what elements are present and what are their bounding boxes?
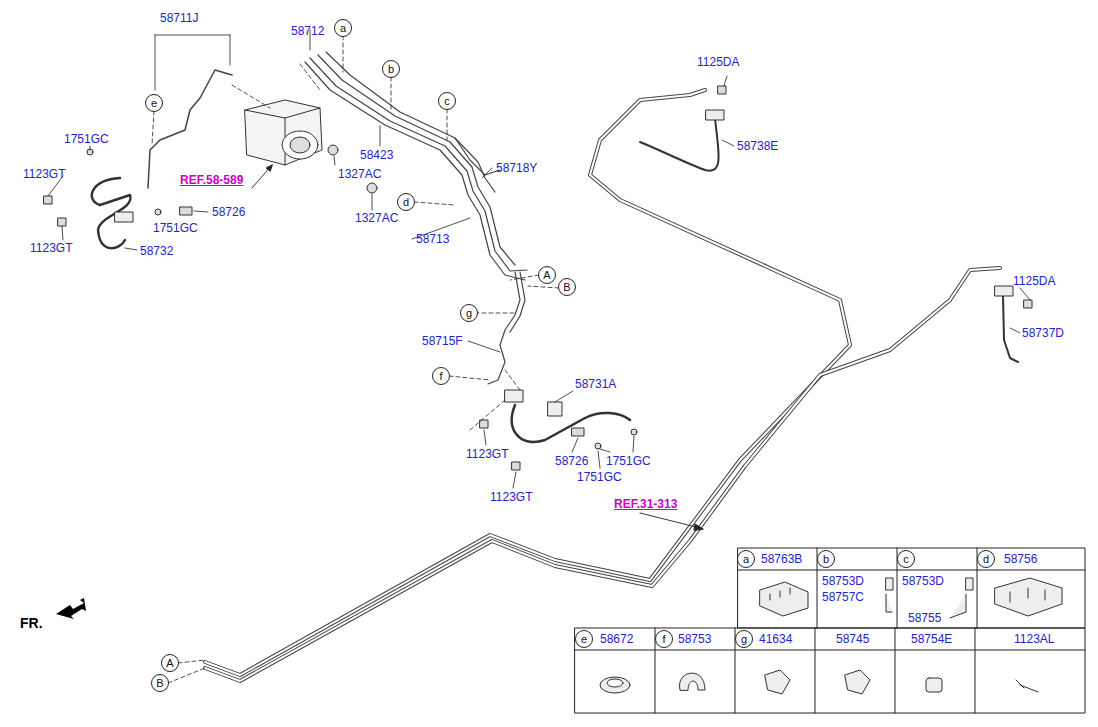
part-number: 1751GC bbox=[606, 454, 651, 468]
part-number: 1125DA bbox=[697, 55, 739, 69]
part-number: 1751GC bbox=[64, 132, 109, 146]
part-number: 58715F bbox=[422, 334, 463, 348]
callout-letter: b bbox=[823, 553, 829, 565]
part-number: 58731A bbox=[575, 377, 616, 391]
callout-letter: b bbox=[388, 63, 394, 75]
reference-label: REF.58-589 bbox=[180, 173, 243, 187]
part-number: 1123GT bbox=[466, 447, 508, 461]
callout-circle: A bbox=[538, 266, 556, 284]
callout-circle: b bbox=[382, 60, 400, 78]
callout-letter: c bbox=[903, 553, 909, 565]
part-number: 58732 bbox=[140, 244, 173, 258]
part-number: 58753 bbox=[678, 632, 711, 646]
part-number: 58745 bbox=[836, 632, 869, 646]
callout-circle: a bbox=[334, 19, 352, 37]
callout-circle: b bbox=[817, 550, 835, 568]
part-number: 58718Y bbox=[496, 161, 537, 175]
callout-circle: d bbox=[977, 550, 995, 568]
callout-circle: g bbox=[735, 630, 753, 648]
part-number: 1125DA bbox=[1013, 274, 1055, 288]
callout-letter: A bbox=[166, 657, 173, 669]
part-number: 58756 bbox=[1004, 552, 1037, 566]
callout-circle: d bbox=[397, 193, 415, 211]
part-number: 1123GT bbox=[23, 167, 65, 181]
callout-letter: a bbox=[340, 22, 346, 34]
callout-letter: B bbox=[563, 281, 570, 293]
callout-circle: a bbox=[737, 550, 755, 568]
callout-circle: e bbox=[145, 94, 163, 112]
part-number: 58672 bbox=[600, 632, 633, 646]
callout-circle: c bbox=[438, 92, 456, 110]
part-number: 41634 bbox=[759, 632, 792, 646]
part-number: 1327AC bbox=[338, 167, 381, 181]
part-number: 58713 bbox=[416, 232, 449, 246]
callout-letter: e bbox=[581, 633, 587, 645]
callout-circle: B bbox=[558, 278, 576, 296]
callout-circle: B bbox=[151, 674, 169, 692]
callout-letter: a bbox=[743, 553, 749, 565]
reference-label: REF.31-313 bbox=[614, 497, 677, 511]
part-number: 1751GC bbox=[153, 221, 198, 235]
part-number: 58726 bbox=[212, 205, 245, 219]
part-number: 58757C bbox=[822, 590, 864, 604]
part-number: 1123GT bbox=[490, 490, 532, 504]
callout-circle: A bbox=[161, 654, 179, 672]
part-number: 58753D bbox=[822, 574, 864, 588]
callout-letter: e bbox=[151, 97, 157, 109]
callout-letter: B bbox=[156, 677, 163, 689]
part-number: 1123GT bbox=[30, 241, 72, 255]
callout-circle: c bbox=[897, 550, 915, 568]
callout-letter: d bbox=[403, 196, 409, 208]
callout-letter: d bbox=[983, 553, 989, 565]
part-number: 58753D bbox=[902, 574, 944, 588]
callout-letter: f bbox=[439, 370, 442, 382]
callout-letter: g bbox=[741, 633, 747, 645]
part-number: 1123AL bbox=[1014, 632, 1054, 646]
part-number: 58754E bbox=[911, 632, 952, 646]
part-number: 58726 bbox=[555, 454, 588, 468]
callout-letter: g bbox=[466, 307, 472, 319]
callout-circle: e bbox=[575, 630, 593, 648]
callout-letter: c bbox=[444, 95, 450, 107]
part-number: 1751GC bbox=[577, 470, 622, 484]
part-number: 58737D bbox=[1022, 326, 1064, 340]
callout-circle: f bbox=[432, 367, 450, 385]
callout-letter: f bbox=[662, 633, 665, 645]
part-number: 58712 bbox=[291, 24, 324, 38]
callout-letter: A bbox=[543, 269, 550, 281]
part-number: 58763B bbox=[761, 552, 802, 566]
part-number: 58738E bbox=[737, 139, 778, 153]
part-number: 58423 bbox=[360, 148, 393, 162]
part-number: 1327AC bbox=[355, 211, 398, 225]
callout-circle: f bbox=[655, 630, 673, 648]
part-number: 58755 bbox=[908, 611, 941, 625]
direction-label: FR. bbox=[20, 615, 43, 631]
callout-circle: g bbox=[460, 304, 478, 322]
part-number: 58711J bbox=[160, 11, 198, 25]
